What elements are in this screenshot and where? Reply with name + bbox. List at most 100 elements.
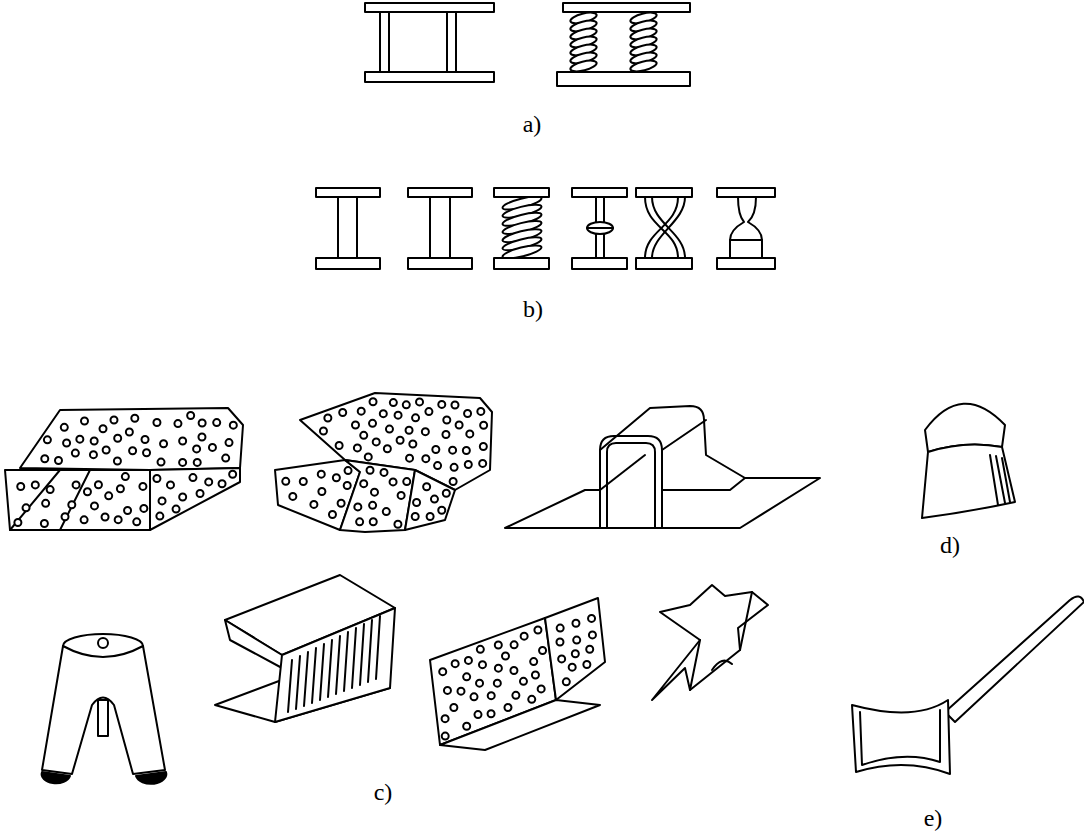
perforation-hole (369, 502, 376, 509)
perforation-hole (230, 422, 237, 429)
perforation-hole (370, 518, 377, 525)
perforation-hole (442, 431, 449, 438)
perforation-hole (360, 480, 367, 487)
perforation-hole (451, 402, 458, 409)
hatch-line (328, 640, 332, 697)
perforation-hole (95, 481, 102, 488)
perforation-hole (140, 505, 147, 512)
perforation-hole (42, 500, 49, 507)
perforation-hole (356, 518, 363, 525)
perforation-hole (457, 688, 464, 695)
scoop-support (852, 596, 1084, 774)
perforation-hole (32, 481, 39, 488)
perforation-hole (510, 667, 517, 674)
perforation-hole (167, 481, 174, 488)
perforation-hole (532, 671, 539, 678)
perforation-hole (310, 501, 317, 508)
perforation-hole (386, 426, 393, 433)
perforation-hole (422, 455, 429, 462)
perforation-hole (160, 440, 167, 447)
perforation-hole (563, 678, 570, 685)
hatch-line (368, 620, 372, 682)
perforation-hole (573, 637, 580, 644)
perforation-hole (380, 410, 387, 417)
perforation-hole (480, 422, 487, 429)
perforation-hole (431, 496, 438, 503)
perforation-hole (354, 444, 361, 451)
perforation-hole (282, 478, 289, 485)
perforation-hole (381, 469, 388, 476)
perforation-hole (479, 661, 486, 668)
perforation-hole (194, 459, 201, 466)
perforation-hole (403, 478, 410, 485)
perforation-hole (463, 723, 470, 730)
perforation-hole (371, 489, 378, 496)
figure-label: c) (374, 780, 393, 804)
hatch-line (336, 636, 340, 694)
perforation-hole (126, 429, 133, 436)
figure-label: b) (523, 297, 543, 321)
perforation-hole (413, 499, 420, 506)
perforation-hole (365, 453, 372, 460)
perforation-hole (495, 665, 502, 672)
perforation-hole (209, 444, 216, 451)
hatch-line (360, 624, 364, 685)
perforation-hole (336, 442, 343, 449)
perforation-hole (439, 668, 446, 675)
perforation-hole (333, 474, 340, 481)
perforation-hole (61, 424, 68, 431)
perforation-hole (205, 478, 212, 485)
perforation-hole (72, 450, 79, 457)
perforation-hole (338, 500, 345, 507)
perforation-hole (423, 483, 430, 490)
perforation-hole (129, 447, 136, 454)
hatch-line (304, 652, 308, 706)
perforation-hole (91, 502, 98, 509)
perforation-hole (557, 625, 564, 632)
perforation-hole (100, 425, 107, 432)
perforation-hole (41, 520, 48, 527)
perforation-hole (534, 626, 541, 633)
perforation-hole (105, 492, 112, 499)
perforation-hole (477, 646, 484, 653)
perforation-hole (84, 488, 91, 495)
perforation-hole (219, 480, 226, 487)
perforation-hole (124, 507, 131, 514)
perforation-hole (463, 447, 470, 454)
perforation-hole (450, 704, 457, 711)
perforation-hole (222, 455, 229, 462)
perforation-hole (572, 650, 579, 657)
perforation-hole (425, 408, 432, 415)
perforation-hole (406, 455, 413, 462)
perforation-hole (452, 660, 459, 667)
perforation-hole (344, 482, 351, 489)
perforation-hole (495, 642, 502, 649)
perforation-hole (199, 420, 206, 427)
perforation-hole (102, 513, 109, 520)
perforation-hole (320, 428, 327, 435)
perforation-hole (586, 646, 593, 653)
perforation-hole (179, 493, 186, 500)
perforation-hole (488, 710, 495, 717)
perforation-hole (416, 398, 423, 405)
perforation-hole (23, 504, 30, 511)
perforation-hole (68, 501, 75, 508)
perforation-hole (131, 415, 138, 422)
perforation-hole (538, 685, 545, 692)
perforation-hole (367, 467, 374, 474)
perforation-hole (352, 422, 359, 429)
perforation-hole (427, 513, 434, 520)
perforation-hole (558, 655, 565, 662)
perforation-hole (488, 692, 495, 699)
perforation-hole (369, 420, 376, 427)
spring-support (557, 3, 690, 86)
perforation-hole (438, 507, 445, 514)
perforation-hole (463, 673, 470, 680)
figure-label: d) (940, 533, 960, 557)
perforation-hole (174, 420, 181, 427)
sheet-supports (5, 393, 820, 784)
perforation-hole (318, 471, 325, 478)
perforation-hole (173, 506, 180, 513)
perforation-hole (443, 490, 450, 497)
